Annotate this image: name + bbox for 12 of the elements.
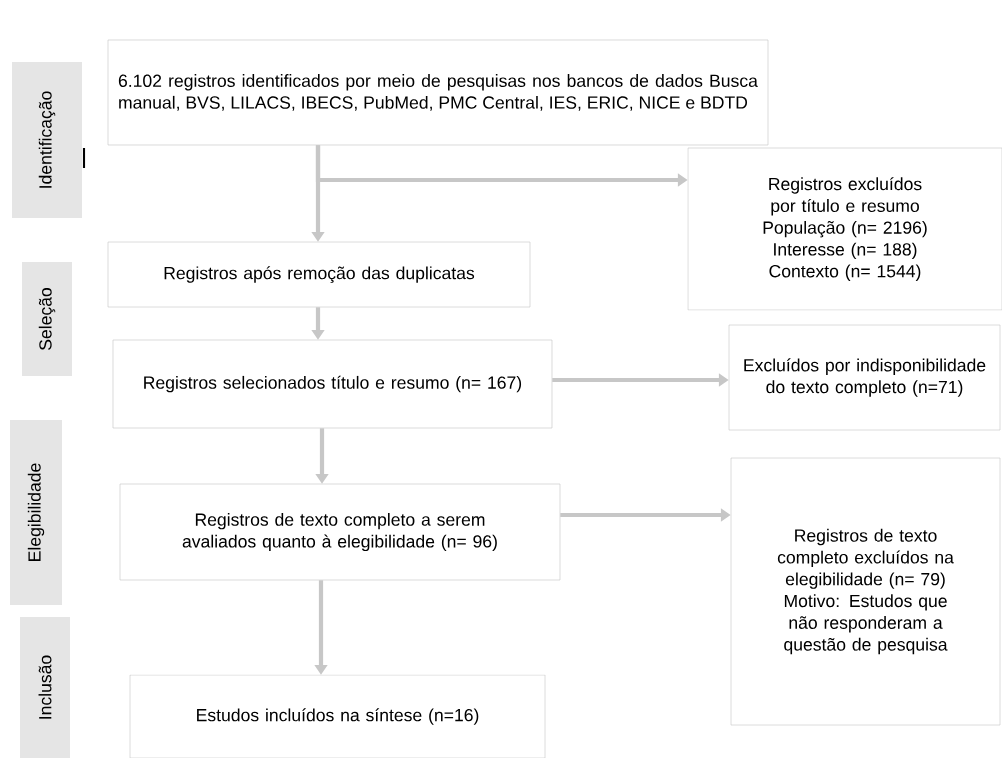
- stage-band: Identificação: [12, 62, 82, 218]
- stage-band: Elegibilidade: [10, 420, 62, 605]
- process-box: Registros selecionados título e resumo (n= 167): [112, 339, 553, 429]
- process-box: Registros de texto completo excluídos na elegibilidade (n= 79) Motivo: Estudos que não responderam a questão de pesquisa: [730, 457, 1001, 726]
- process-box: Estudos incluídos na síntese (n=16): [129, 674, 546, 758]
- process-box: Registros após remoção das duplicatas: [107, 241, 531, 308]
- process-box: Excluídos por indisponibilidade do texto completo (n=71): [728, 324, 1001, 431]
- stage-band: Seleção: [22, 262, 72, 376]
- process-box: Registros de texto completo a serem avaliados quanto à elegibilidade (n= 96): [119, 483, 561, 581]
- process-box: Registros excluídos por título e resumo População (n= 2196) Interesse (n= 188) Contexto (n= 1544): [687, 147, 1002, 311]
- process-box: 6.102 registros identificados por meio de pesquisas nos bancos de dados Busca manual, BVS, LILACS, IBECS, PubMed, PMC Central, IES, ERIC, NICE e BDTD: [107, 39, 769, 146]
- stage-band: Inclusão: [20, 617, 70, 758]
